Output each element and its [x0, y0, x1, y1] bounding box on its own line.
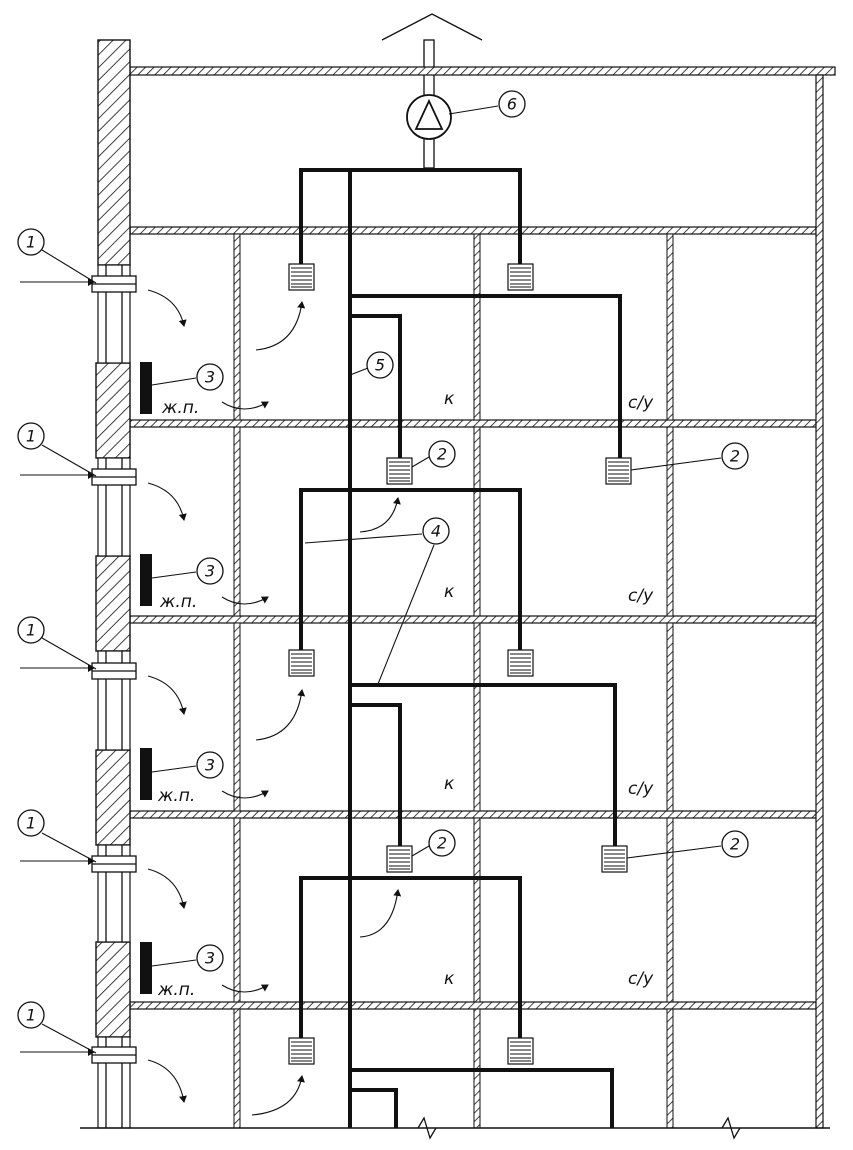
callout-branch-duct: 4 [431, 522, 441, 541]
floor-slab [129, 226, 817, 235]
break-mark [417, 1116, 437, 1140]
kitchen-label: к [444, 389, 455, 409]
exhaust-grille [386, 845, 413, 873]
break-mark [721, 1116, 741, 1140]
inflow-arrows [20, 278, 95, 1056]
air-supply-label: ж.п. [157, 980, 195, 1000]
branch-duct [350, 1068, 614, 1128]
callout-radiator: 3 [205, 562, 215, 581]
callout-riser: 5 [375, 356, 385, 375]
exhaust-grille [601, 845, 628, 873]
callout-inlet-valve: 1 [26, 1006, 36, 1025]
callout-radiator: 3 [205, 368, 215, 387]
callout-exhaust-grille: 2 [437, 834, 447, 853]
roof-cap [381, 13, 483, 41]
floor-slab [129, 615, 817, 624]
exhaust-grilles [288, 263, 632, 1065]
exhaust-grille [507, 263, 534, 291]
radiators [140, 362, 152, 994]
inlet-valves [91, 275, 137, 1064]
air-supply-label: ж.п. [161, 398, 199, 418]
branch-duct [299, 876, 522, 1038]
exhaust-grille [288, 649, 315, 677]
callout-inlet-valve: 1 [26, 233, 36, 252]
bathroom-label: с/у [628, 586, 654, 606]
duct-network [299, 168, 622, 1128]
bathroom-label: с/у [628, 393, 654, 413]
kitchen-label: к [444, 582, 455, 602]
kitchen-label: к [444, 969, 455, 989]
branch-duct [299, 488, 522, 650]
callout-inlet-valve: 1 [26, 427, 36, 446]
branch-duct [350, 314, 402, 458]
callout-exhaust-grille: 2 [730, 447, 740, 466]
airflow-arrows [147, 289, 402, 1116]
bathroom-label: с/у [628, 969, 654, 989]
branch-duct [350, 294, 622, 458]
branch-duct [299, 168, 522, 264]
kitchen-label: к [444, 774, 455, 794]
floor-slab [129, 1001, 817, 1010]
callout-circles [17, 90, 749, 1029]
callout-inlet-valve: 1 [26, 621, 36, 640]
callout-exhaust-grille: 2 [437, 445, 447, 464]
air-supply-label: ж.п. [159, 592, 197, 612]
callout-radiator: 3 [205, 756, 215, 775]
exhaust-grille [288, 263, 315, 291]
exhaust-grille [288, 1037, 315, 1065]
exhaust-grille [386, 457, 413, 485]
bathroom-label: с/у [628, 779, 654, 799]
branch-duct [350, 1088, 398, 1128]
callout-exhaust-grille: 2 [730, 835, 740, 854]
branch-duct [350, 683, 617, 846]
callout-leaders [41, 105, 722, 1054]
floor-slab [129, 810, 817, 819]
roof-slab [129, 66, 836, 76]
floor-slab [129, 419, 817, 428]
air-supply-label: ж.п. [157, 786, 195, 806]
callout-fan: 6 [507, 95, 517, 114]
branch-duct [350, 703, 402, 846]
partition-walls [233, 233, 674, 1129]
callout-inlet-valve: 1 [26, 814, 36, 833]
exhaust-grille [507, 649, 534, 677]
exhaust-grille [605, 457, 632, 485]
callout-radiator: 3 [205, 949, 215, 968]
exhaust-grille [507, 1037, 534, 1065]
fan [406, 94, 452, 140]
right-wall [815, 74, 824, 1129]
